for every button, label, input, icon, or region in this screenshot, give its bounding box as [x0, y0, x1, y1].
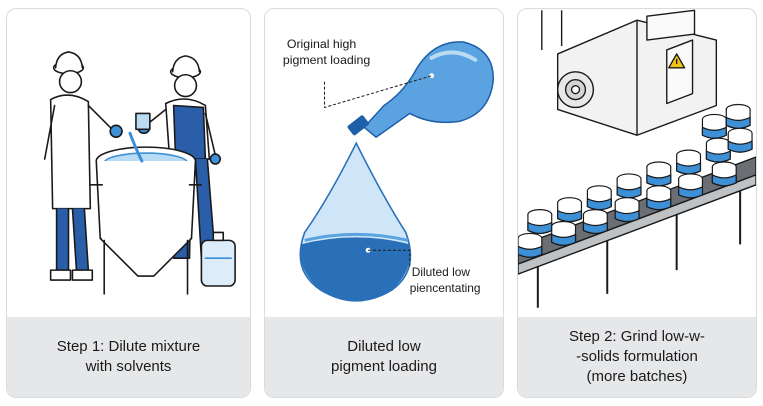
illustration-dilute-mixture [43, 51, 236, 295]
panel1-caption: Step 1: Dilute mixture with solvents [7, 317, 250, 397]
solvent-jug [200, 231, 236, 287]
illustration-grinding-conveyor [518, 9, 756, 308]
illustration-pigment-droplets: Original high pigment loading Diluted lo… [283, 37, 494, 302]
panel2-caption-text: Diluted low pigment loading [331, 338, 437, 375]
droplet-diluted [299, 141, 412, 302]
label-diluted-low: Diluted low [412, 265, 471, 279]
panel3-caption: Step 2: Grind low-w- -solids formulation… [518, 317, 756, 397]
callout-dot-top [429, 73, 435, 79]
grinding-machine [541, 9, 718, 136]
mixing-tank [89, 131, 203, 295]
label-original-high: Original high [287, 37, 357, 51]
callout-line-bottom [368, 249, 411, 267]
flask-high-pigment [347, 41, 494, 139]
panel-step2: Step 2: Grind low-w- -solids formulation… [517, 8, 757, 398]
panel3-caption-text: Step 2: Grind low-w- -solids formulation… [569, 328, 705, 385]
worker-left [43, 51, 123, 281]
label-pigment-loading: pigment loading [283, 53, 370, 67]
label-piencentating: piencentating [410, 281, 481, 295]
panel-step1: Step 1: Dilute mixture with solvents [6, 8, 251, 398]
panel2-caption: Diluted low pigment loading [265, 317, 503, 397]
panel-pigment-loading: Original high pigment loading Diluted lo… [264, 8, 504, 398]
callout-line-top [324, 75, 432, 109]
warning-triangle-icon [668, 53, 686, 69]
panel1-caption-text: Step 1: Dilute mixture with solvents [56, 338, 201, 375]
batch-cups [518, 103, 753, 258]
